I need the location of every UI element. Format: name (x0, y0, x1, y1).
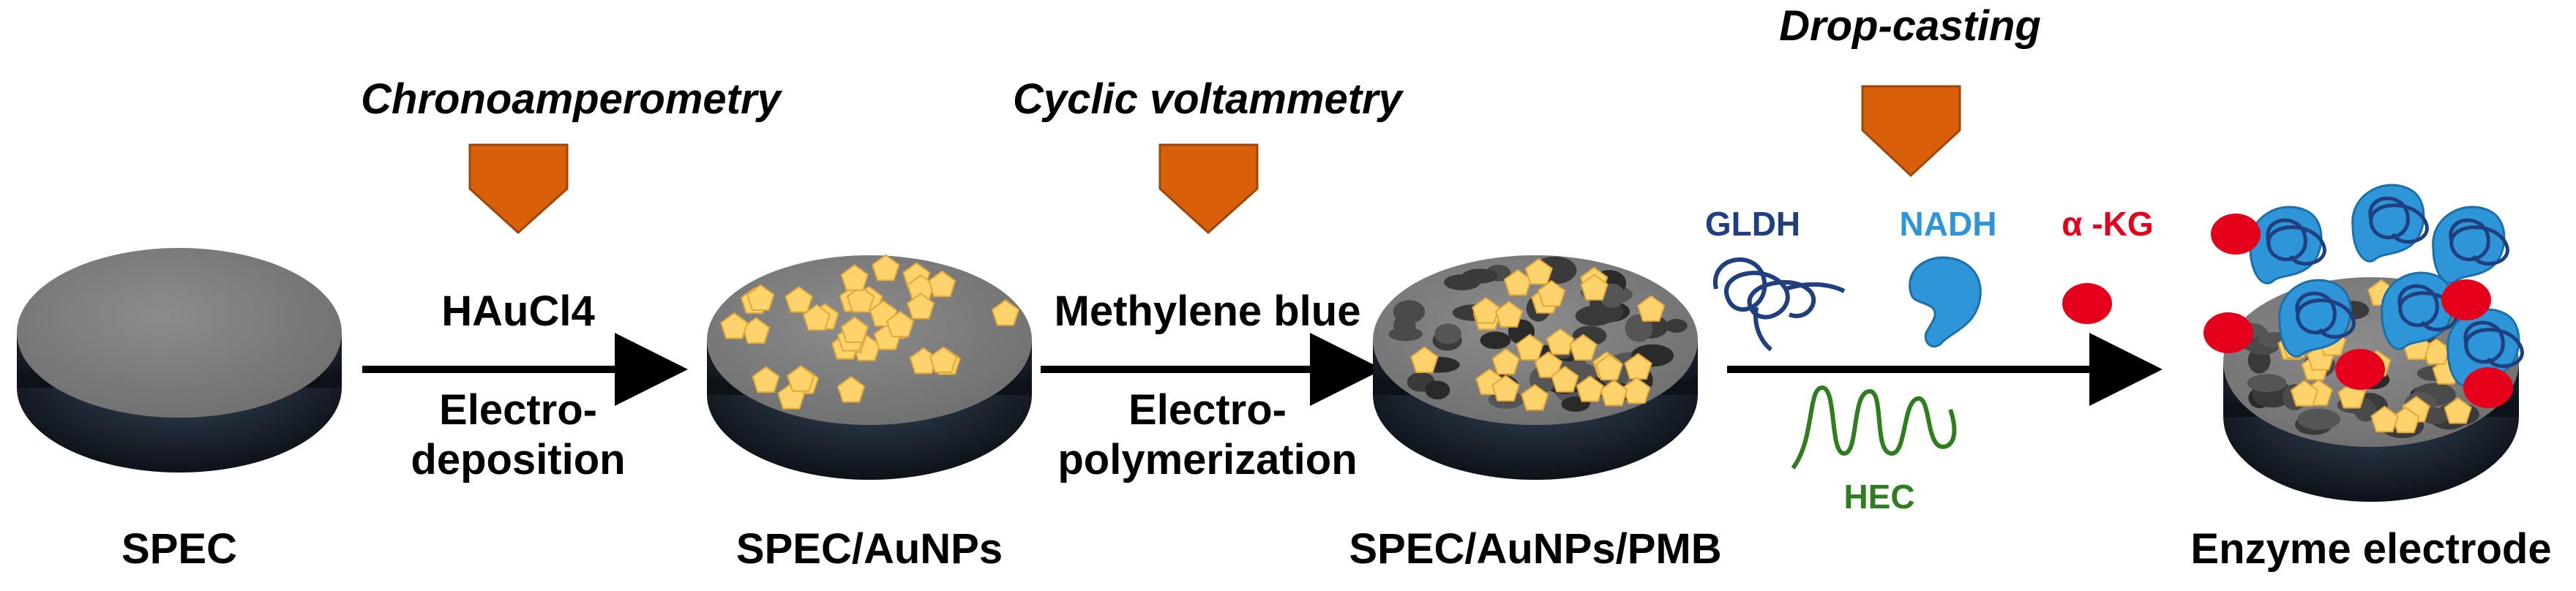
akg-bound (2335, 349, 2385, 390)
akg-bound (2463, 367, 2513, 408)
step-1-desc-line2: deposition (411, 436, 625, 483)
funnel-2 (1158, 143, 1259, 235)
electrode-spec-aunps-pmb (1373, 255, 1698, 480)
method-drop-casting: Drop-casting (1779, 2, 2041, 50)
gold-particle (2444, 396, 2472, 424)
gold-particle (1569, 334, 1598, 361)
gold-particle (1491, 374, 1520, 402)
gold-particle (720, 312, 749, 339)
reagent-nadh: NADH (1900, 205, 1997, 243)
step-2-desc-line1: Electro- (1128, 386, 1287, 434)
akg-icon (2062, 283, 2112, 324)
method-cyclic-voltammetry: Cyclic voltammetry (1013, 75, 1404, 123)
gold-particle (1636, 295, 1666, 322)
gold-particle (991, 299, 1020, 326)
gold-particle (746, 284, 775, 311)
gold-particle (1595, 353, 1624, 381)
gldh-bound (2266, 218, 2326, 266)
electrode-spec-aunps (707, 254, 1032, 480)
gold-particle (1537, 279, 1566, 307)
label-enzyme-electrode: Enzyme electrode (2190, 525, 2551, 573)
gold-particle (928, 270, 956, 298)
gldh-bound (2368, 196, 2429, 244)
gold-particle (872, 254, 900, 282)
gold-particle (929, 346, 958, 373)
electrode-enzyme (2204, 184, 2524, 502)
gold-particle (1472, 296, 1500, 324)
pmb-patch (2247, 374, 2287, 392)
pmb-patch (1461, 268, 1498, 284)
step-1-desc-line1: Electro- (439, 386, 597, 434)
gold-nanoparticles (1410, 257, 1666, 411)
gold-particle (786, 365, 815, 392)
gldh-bound (2463, 320, 2524, 369)
funnel-3 (1861, 85, 1961, 178)
akg-bound (2204, 312, 2253, 353)
electrode-spec (17, 248, 342, 473)
gold-particle (1546, 328, 1575, 355)
label-spec: SPEC (121, 525, 237, 573)
reagent-akg: α -KG (2062, 205, 2153, 243)
gldh-bound (2397, 284, 2458, 332)
gold-particle (1491, 347, 1520, 375)
pmb-patch (1434, 323, 1461, 345)
pmb-patch (1425, 380, 1450, 400)
reagent-haucl4: HAuCl4 (441, 287, 594, 335)
gold-particle (1410, 346, 1439, 373)
nadh-icon (1909, 256, 1982, 348)
gold-particle (802, 304, 831, 331)
gold-particle (2290, 380, 2319, 407)
reagent-gldh: GLDH (1705, 205, 1800, 243)
gold-particle (1520, 383, 1549, 411)
reagent-methylene-blue: Methylene blue (1055, 287, 1361, 335)
akg-bound (2441, 279, 2491, 320)
method-chronoamperometry: Chronoamperometry (361, 75, 782, 123)
gold-particle (906, 293, 935, 320)
pmb-patch (1664, 319, 1688, 333)
step-2-desc-line2: polymerization (1057, 436, 1357, 483)
gold-particle (846, 285, 875, 313)
gold-particle (840, 316, 869, 343)
gold-particle (785, 285, 813, 313)
pmb-patch (2297, 408, 2340, 430)
pmb-patch (1480, 331, 1511, 350)
gold-particle (1580, 274, 1609, 301)
gold-particle (1494, 301, 1524, 328)
hec-polymer-icon (1791, 385, 1957, 470)
immobilized-enzymes (2204, 184, 2524, 408)
gldh-bound (2449, 218, 2509, 266)
funnel-1 (468, 143, 569, 235)
label-spec-aunps-pmb: SPEC/AuNPs/PMB (1349, 525, 1721, 573)
gold-particle (1516, 334, 1544, 361)
gold-nanoparticles (720, 254, 1020, 410)
akg-bound (2211, 214, 2261, 255)
gold-particle (1622, 377, 1651, 404)
gold-particle (1524, 257, 1553, 285)
gold-particle (836, 375, 866, 403)
pmb-patch (1393, 300, 1426, 323)
label-spec-aunps: SPEC/AuNPs (736, 525, 1003, 573)
reagent-hec: HEC (1843, 478, 1914, 516)
gold-particle (1551, 365, 1579, 393)
pmb-patch (1388, 327, 1423, 342)
gold-particle (752, 366, 780, 394)
gldh-bound (2295, 291, 2356, 339)
gldh-enzyme-icon (1712, 257, 1846, 352)
gold-particle (840, 264, 869, 291)
gold-particle (1576, 375, 1604, 402)
gold-particle (2370, 405, 2399, 433)
gold-particle (886, 310, 915, 338)
